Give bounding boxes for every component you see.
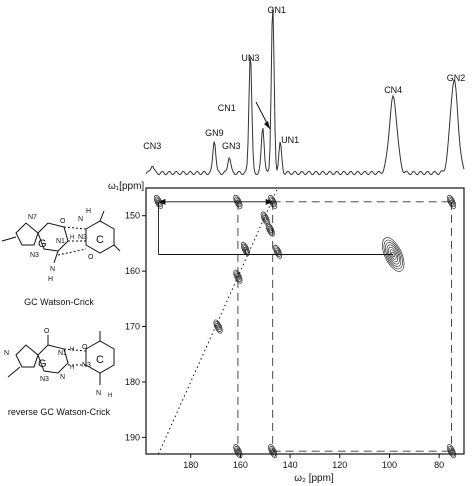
atom-label: N: [60, 374, 65, 381]
cross-peak: [447, 194, 457, 209]
atom-label: N3: [82, 362, 91, 369]
x-tick-label: 140: [283, 460, 298, 470]
plot-frame: [145, 187, 465, 455]
peak-label: GN9: [205, 128, 224, 138]
cross-peak: [240, 241, 250, 256]
structure-reverse-watson-crick: O N N1 H O N3 N3 N H N H G C reverse GC …: [4, 328, 115, 417]
atom-label: N: [96, 390, 101, 397]
atom-label: H: [70, 365, 74, 371]
atom-label: N: [78, 216, 83, 223]
base-label-c: C: [96, 234, 104, 246]
cn1-arrowhead: [264, 121, 270, 129]
peak-label: GN3: [222, 141, 241, 151]
atom-label: O: [88, 254, 94, 261]
y-axis-label: ω₁[ppm]: [108, 181, 144, 192]
y-tick-label: 180: [125, 377, 140, 387]
atom-label: O: [44, 328, 50, 335]
cross-peak: [213, 319, 223, 334]
cross-peak: [447, 444, 457, 459]
atom-label: N3: [40, 376, 49, 383]
cross-peak: [233, 194, 243, 209]
base-label-g: G: [38, 358, 47, 370]
atom-label: N7: [28, 214, 37, 221]
atom-label: H: [86, 208, 91, 215]
structure-caption: GC Watson-Crick: [24, 297, 94, 307]
atom-label: H: [70, 347, 74, 353]
peak-label: CN1: [218, 103, 236, 113]
cross-peak: [382, 237, 405, 272]
x-axis-ticks: 180 160 140 120 100 80: [183, 454, 444, 470]
atom-label: N1: [56, 238, 65, 245]
peak-label: UN3: [241, 53, 259, 63]
y-tick-label: 160: [125, 266, 140, 276]
y-tick-label: 170: [125, 322, 140, 332]
peak-label: CN3: [143, 141, 161, 151]
atom-label: O: [82, 344, 88, 351]
atom-label: H: [108, 393, 112, 399]
y-tick-label: 190: [125, 432, 140, 442]
x-tick-label: 100: [382, 460, 397, 470]
base-label-g: G: [38, 238, 47, 250]
atom-label: N: [50, 266, 55, 273]
atom-label: N3: [30, 252, 39, 259]
peak-label: GN2: [447, 73, 466, 83]
x-tick-label: 180: [183, 460, 198, 470]
guide-lines: [157, 187, 453, 455]
structure-caption: reverse GC Watson-Crick: [8, 407, 111, 417]
x-tick-label: 120: [332, 460, 347, 470]
spectrum-trace: [145, 7, 465, 176]
cross-peak: [265, 222, 275, 237]
structure-watson-crick: N7 O N H N1 H N3 N3 N H O G C GC Watson-…: [1, 208, 121, 307]
imidazole-ring: [15, 344, 39, 368]
cross-peak: [153, 194, 163, 209]
2d-spectrum: 180 160 140 120 100 80 150 160 170 180 190 ω₂ [pp…: [108, 181, 465, 484]
cross-peak: [268, 194, 278, 209]
cross-peak: [260, 211, 270, 226]
peak-label: UN1: [281, 135, 299, 145]
x-tick-label: 160: [233, 460, 248, 470]
atom-label: H: [48, 276, 53, 283]
cross-peaks: [153, 194, 457, 459]
base-label-c: C: [96, 354, 104, 366]
cross-peak: [233, 269, 243, 284]
atom-label: O: [60, 218, 66, 225]
atom-label: N3: [78, 234, 87, 241]
atom-label: N1: [58, 350, 67, 357]
imidazole-ring: [15, 222, 39, 246]
atom-label: H: [70, 235, 74, 241]
x-tick-label: 80: [434, 460, 444, 470]
peak-label: GN1: [267, 5, 286, 15]
y-axis-ticks: 150 160 170 180 190: [125, 211, 146, 442]
cross-peak: [268, 444, 278, 459]
cross-peak: [273, 244, 283, 259]
x-axis-label: ω₂ [ppm]: [294, 473, 334, 484]
peak-label: CN4: [384, 85, 402, 95]
y-tick-label: 150: [125, 211, 140, 221]
atom-label: N: [4, 350, 9, 357]
